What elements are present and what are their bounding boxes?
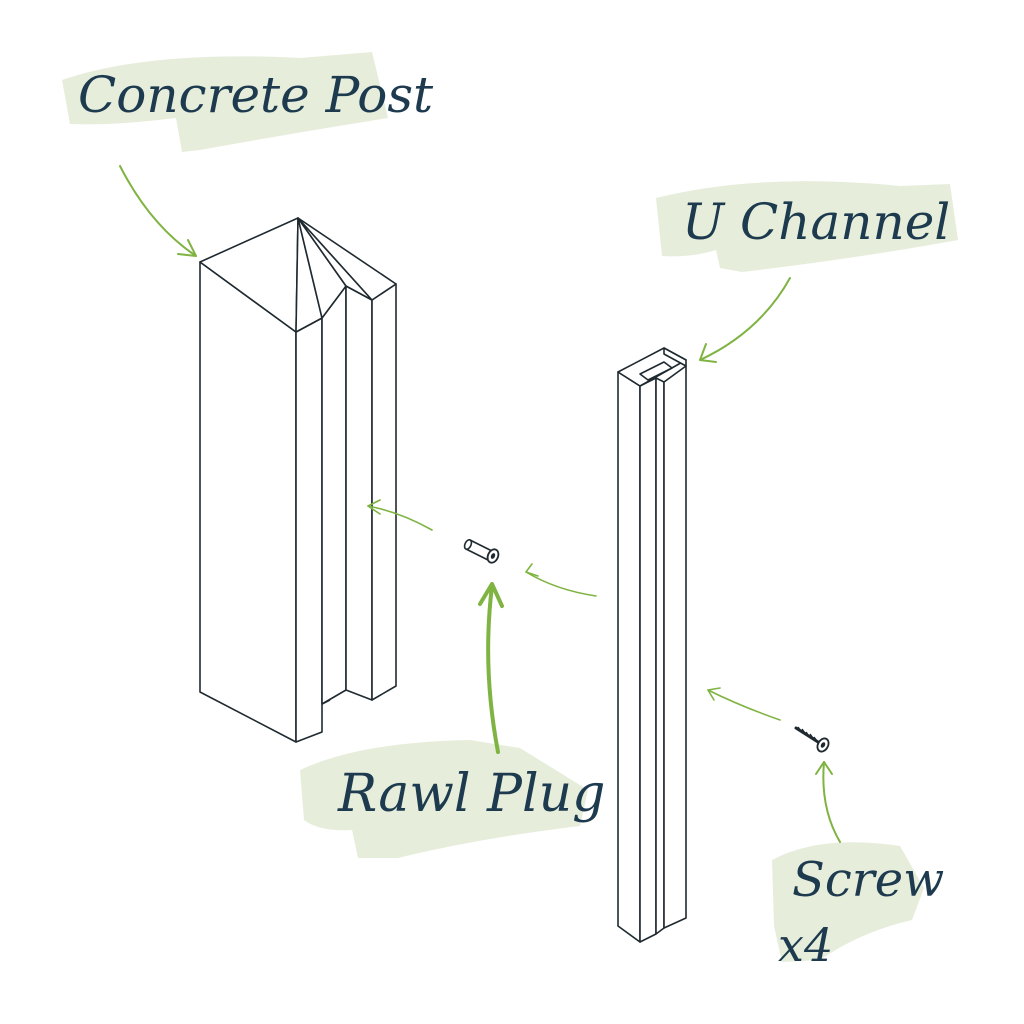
post-top-side [297, 217, 397, 301]
arrow-to-u-channel [699, 277, 791, 363]
post-right-face [345, 285, 373, 701]
label-concrete-post: Concrete Post [78, 66, 434, 124]
arrow-to-concrete-post [119, 165, 197, 257]
channel-back-face [663, 365, 687, 929]
screw-drawing [794, 726, 830, 753]
label-u-channel: U Channel [682, 193, 951, 251]
label-highlights [62, 52, 958, 962]
arrow-to-rawl-plug [478, 582, 504, 754]
arrow-to-screw [815, 761, 841, 843]
channel-top-notch [639, 361, 673, 381]
highlight-rawl-plug [300, 740, 588, 858]
highlight-concrete-post [62, 52, 388, 152]
arrow-plug-to-post [367, 499, 433, 531]
label-screw: Screw [792, 852, 945, 908]
u-channel-drawing [617, 347, 687, 943]
arrow-screw-to-channel [707, 687, 781, 721]
channel-inner-face [655, 377, 665, 935]
label-screw-quantity: x4 [778, 918, 834, 972]
arrows [119, 165, 841, 843]
highlight-screw [772, 842, 924, 962]
post-side-face [371, 283, 397, 701]
channel-top-right [663, 347, 687, 367]
label-rawl-plug: Rawl Plug [338, 764, 606, 824]
channel-front-face [639, 377, 657, 943]
concrete-post-drawing [199, 217, 397, 743]
post-groove-face [321, 285, 347, 705]
highlight-u-channel [656, 181, 958, 272]
screw-shaft [794, 726, 820, 744]
channel-left-face [617, 371, 641, 943]
post-front-face [295, 317, 323, 743]
arrow-channel-to-plug [525, 563, 597, 597]
rawl-plug-drawing [463, 538, 500, 564]
post-left-face [199, 261, 297, 743]
screw-thread [797, 726, 818, 742]
